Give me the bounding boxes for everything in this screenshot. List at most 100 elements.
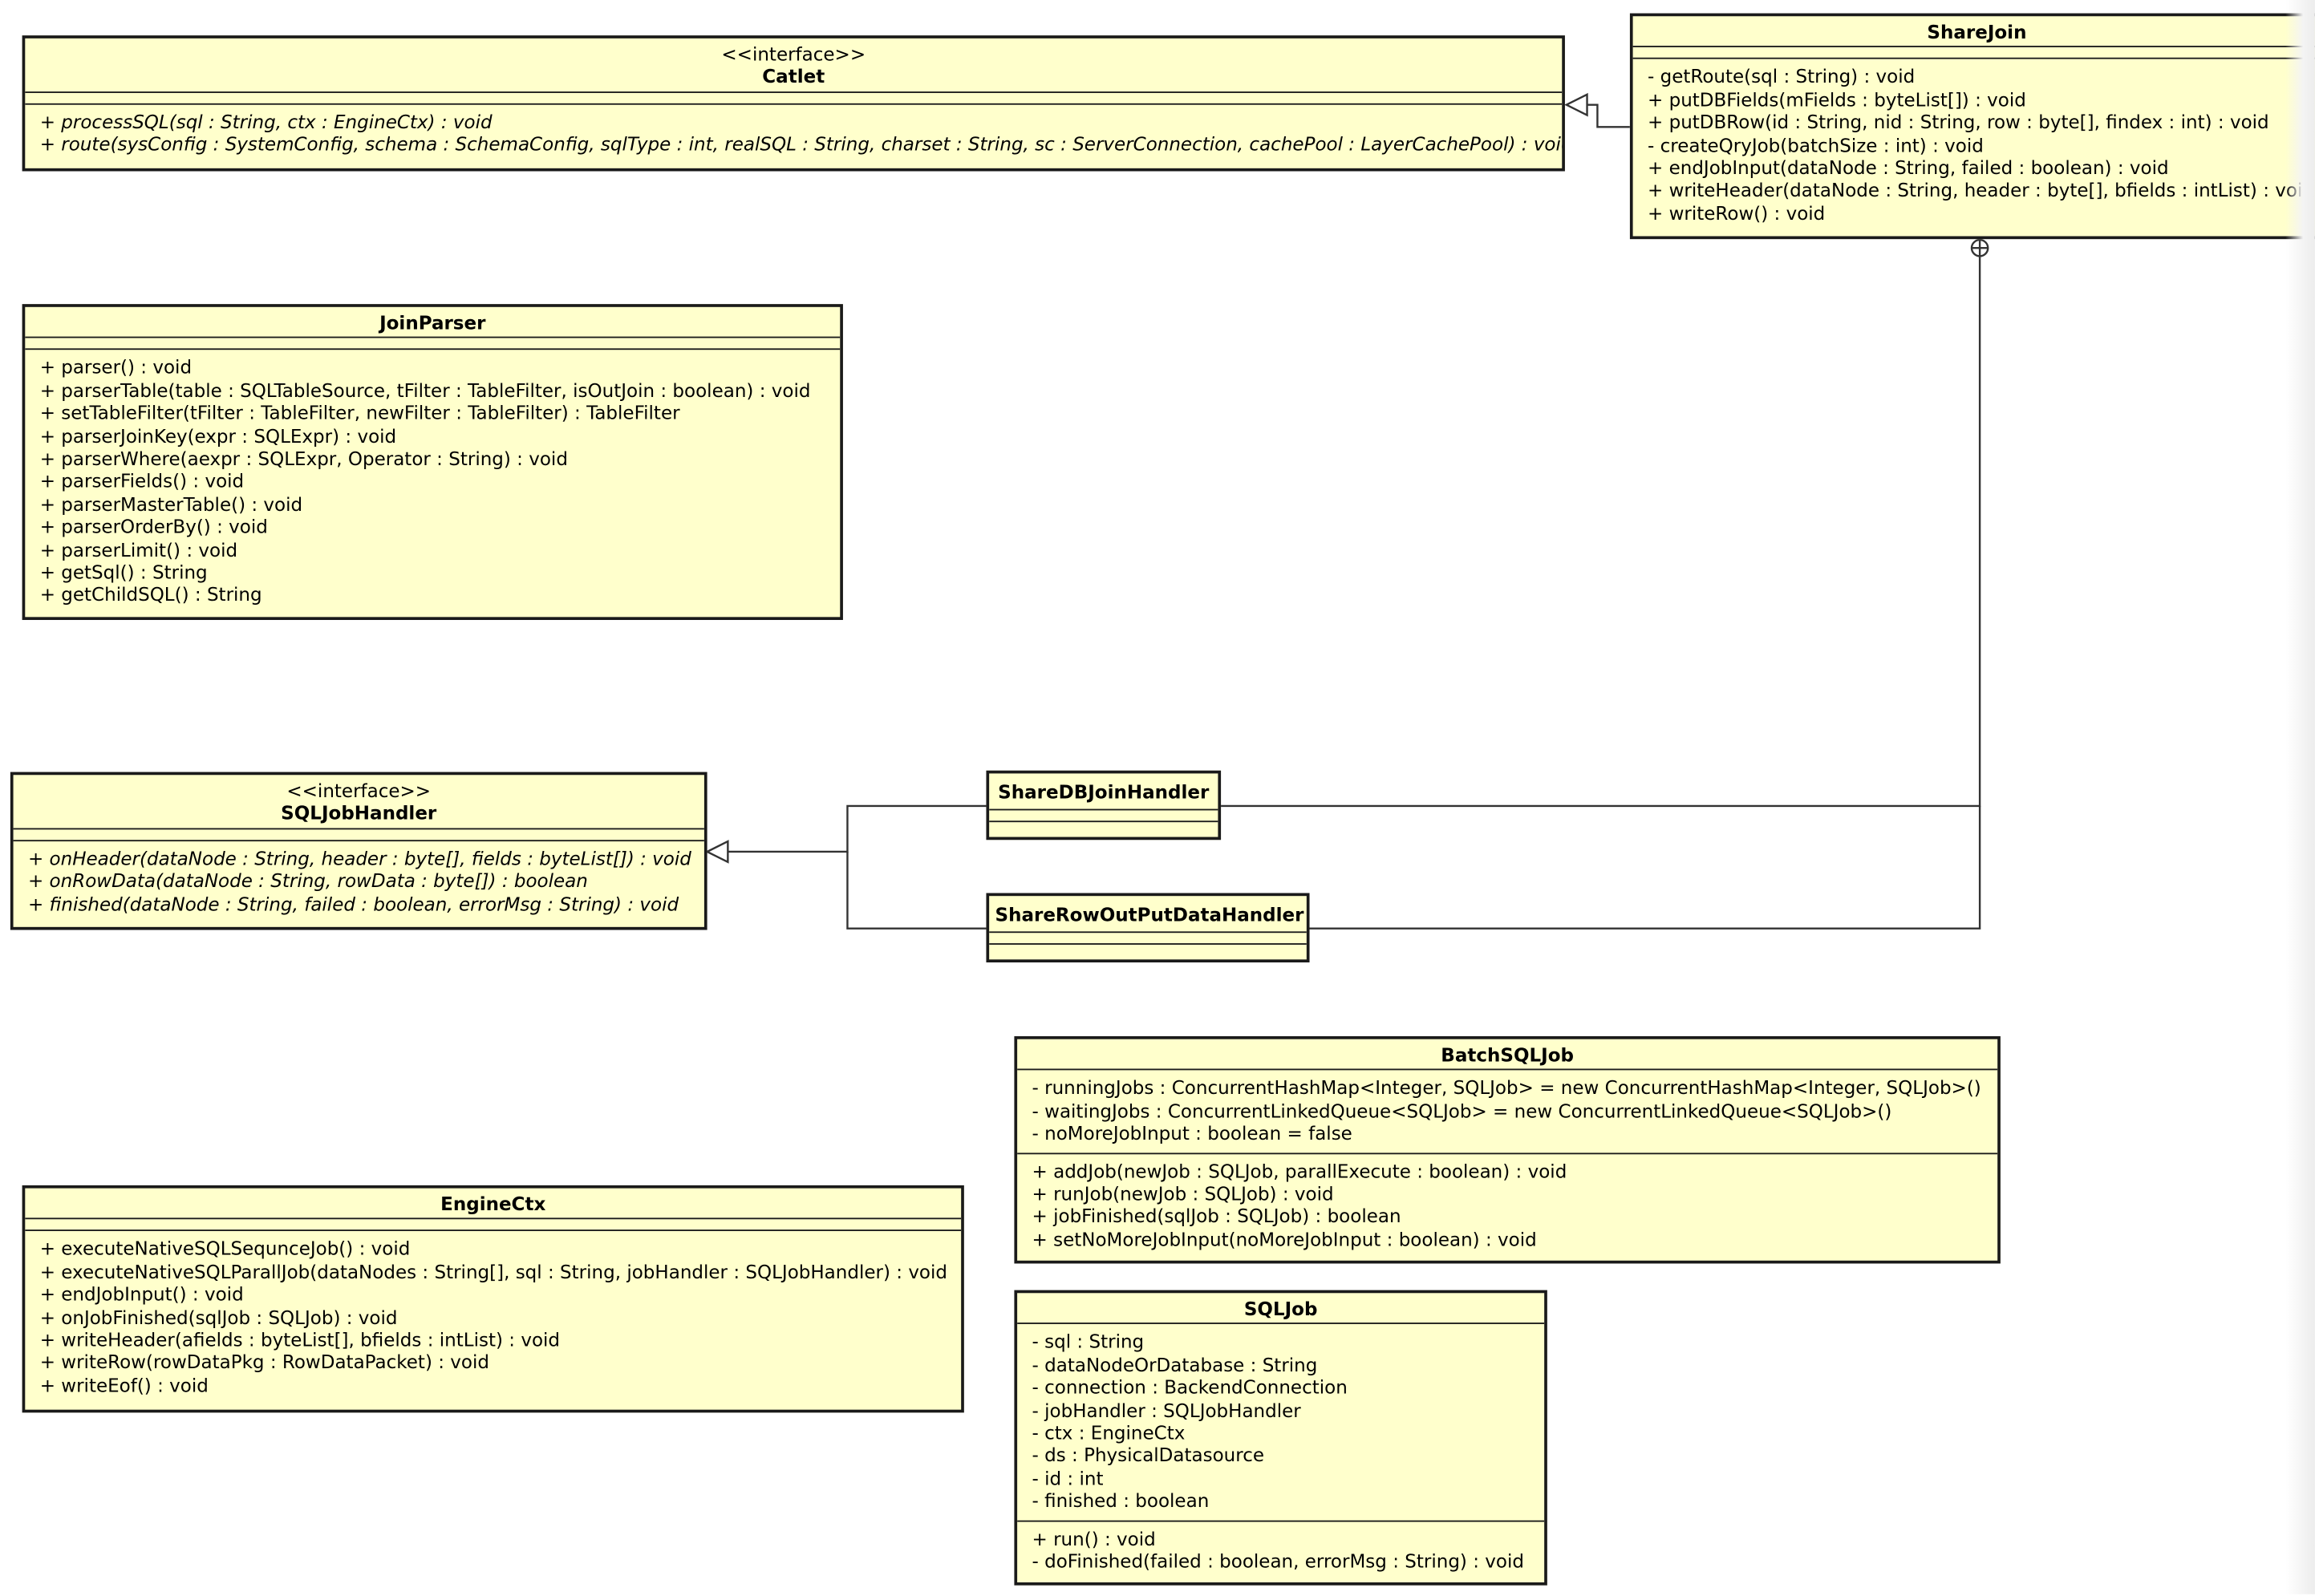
operation-line: + putDBFields(mFields : byteList[]) : vo… xyxy=(1647,88,2026,111)
attribute-line: - ds : PhysicalDatasource xyxy=(1032,1444,1265,1467)
operations-compartment: + onHeader(dataNode : String, header : b… xyxy=(14,841,704,923)
class-name: EngineCtx xyxy=(440,1193,546,1215)
stereotype-label: <<interface>> xyxy=(721,43,866,65)
class-name: BatchSQLJob xyxy=(1441,1043,1575,1066)
class-header: ShareJoin xyxy=(1632,16,2315,48)
class-header: JoinParser xyxy=(25,307,841,339)
class-sharedbjoinhandler[interactable]: ShareDBJoinHandler xyxy=(986,770,1222,841)
operation-line: + run() : void xyxy=(1032,1527,1156,1549)
operation-line: + endJobInput() : void xyxy=(39,1282,244,1306)
operation-line: + parserFields() : void xyxy=(39,470,245,492)
class-catlet[interactable]: <<interface>> Catlet + processSQL(sql : … xyxy=(22,35,1565,172)
class-header: <<interface>> SQLJobHandler xyxy=(13,775,704,830)
attributes-compartment xyxy=(25,338,841,350)
operations-compartment xyxy=(989,823,1218,833)
realization-arrowhead-catlet xyxy=(1564,92,1588,117)
operations-compartment: + parser() : void+ parserTable(table : S… xyxy=(25,350,840,614)
class-name: ShareDBJoinHandler xyxy=(998,780,1210,804)
operation-line: + getSql() : String xyxy=(39,561,208,584)
operation-line: + parserLimit() : void xyxy=(39,538,238,561)
operation-line: + parserOrderBy() : void xyxy=(39,515,268,538)
attributes-compartment xyxy=(25,93,1563,105)
operation-line: + parserMasterTable() : void xyxy=(39,492,303,516)
operation-line: + writeEof() : void xyxy=(39,1374,209,1396)
operation-line: - getRoute(sql : String) : void xyxy=(1647,65,1916,88)
class-name: ShareJoin xyxy=(1927,20,2027,43)
attribute-line: - connection : BackendConnection xyxy=(1032,1375,1348,1399)
operation-line: + setTableFilter(tFilter : TableFilter, … xyxy=(39,402,680,424)
attribute-line: - sql : String xyxy=(1032,1331,1145,1353)
class-sqljob[interactable]: SQLJob - sql : String- dataNodeOrDatabas… xyxy=(1014,1290,1547,1586)
operation-line: + parserWhere(aexpr : SQLExpr, Operator … xyxy=(39,447,568,470)
realization-sharejoin-catlet xyxy=(1587,103,1630,128)
operation-line: + jobFinished(sqlJob : SQLJob) : boolean xyxy=(1032,1205,1401,1228)
operation-line: + parser() : void xyxy=(39,356,193,379)
operation-line: + endJobInput(dataNode : String, failed … xyxy=(1647,156,2169,179)
realization-sharerowoutputdatahandler-sqljobhandler xyxy=(846,851,987,930)
class-header: ShareRowOutPutDataHandler xyxy=(989,896,1307,934)
attribute-line: - runningJobs : ConcurrentHashMap<Intege… xyxy=(1032,1076,1981,1100)
operations-compartment: + run() : void- doFinished(failed : bool… xyxy=(1017,1521,1544,1580)
operation-line: + getChildSQL() : String xyxy=(39,583,262,606)
operations-compartment: + executeNativeSQLSequnceJob() : void+ e… xyxy=(25,1232,961,1404)
operation-line: + processSQL(sql : String, ctx : EngineC… xyxy=(39,110,493,133)
class-sharerowoutputdatahandler[interactable]: ShareRowOutPutDataHandler xyxy=(986,893,1310,963)
attributes-compartment xyxy=(989,811,1218,823)
class-name: ShareRowOutPutDataHandler xyxy=(995,903,1304,926)
class-name: SQLJobHandler xyxy=(281,802,437,824)
attributes-compartment xyxy=(989,934,1307,946)
class-batchsqljob[interactable]: BatchSQLJob - runningJobs : ConcurrentHa… xyxy=(1014,1036,2001,1264)
attribute-line: - ctx : EngineCtx xyxy=(1032,1421,1186,1444)
operations-compartment: - getRoute(sql : String) : void+ putDBFi… xyxy=(1633,59,2315,232)
operation-line: + writeHeader(afields : byteList[], bfie… xyxy=(39,1328,561,1351)
class-name: Catlet xyxy=(762,65,825,88)
window-edge-shadow xyxy=(2285,0,2315,1594)
class-header: <<interface>> Catlet xyxy=(25,38,1563,93)
operation-line: + executeNativeSQLParallJob(dataNodes : … xyxy=(39,1260,948,1283)
operation-line: + route(sysConfig : SystemConfig, schema… xyxy=(39,133,1565,156)
class-header: ShareDBJoinHandler xyxy=(989,773,1218,812)
operation-line: + onHeader(dataNode : String, header : b… xyxy=(27,847,691,869)
operation-line: + setNoMoreJobInput(noMoreJobInput : boo… xyxy=(1032,1228,1537,1250)
operation-line: + writeRow(rowDataPkg : RowDataPacket) :… xyxy=(39,1351,489,1374)
operation-line: + writeRow() : void xyxy=(1647,201,1826,225)
operation-line: - createQryJob(batchSize : int) : void xyxy=(1647,133,1984,156)
operation-line: + executeNativeSQLSequnceJob() : void xyxy=(39,1238,411,1260)
attributes-compartment xyxy=(13,829,704,841)
operation-line: + putDBRow(id : String, nid : String, ro… xyxy=(1647,111,2269,134)
attributes-compartment: - runningJobs : ConcurrentHashMap<Intege… xyxy=(1017,1071,1998,1154)
class-enginectx[interactable]: EngineCtx + executeNativeSQLSequnceJob()… xyxy=(22,1185,964,1413)
attribute-line: - id : int xyxy=(1032,1467,1104,1489)
attribute-line: - jobHandler : SQLJobHandler xyxy=(1032,1399,1301,1421)
realization-arrowhead-sqljobhandler xyxy=(704,840,729,864)
operation-line: + addJob(newJob : SQLJob, parallExecute … xyxy=(1032,1159,1567,1182)
class-name: SQLJob xyxy=(1243,1297,1318,1320)
nesting-sharedbjoinhandler-sharejoin xyxy=(1219,257,1981,808)
operation-line: + onJobFinished(sqlJob : SQLJob) : void xyxy=(39,1306,398,1328)
attributes-compartment xyxy=(25,1220,962,1232)
operations-compartment xyxy=(989,946,1307,956)
operation-line: - doFinished(failed : boolean, errorMsg … xyxy=(1032,1549,1524,1573)
attribute-line: - finished : boolean xyxy=(1032,1489,1210,1513)
stereotype-label: <<interface>> xyxy=(286,779,432,802)
attribute-line: - noMoreJobInput : boolean = false xyxy=(1032,1122,1352,1144)
operation-line: + finished(dataNode : String, failed : b… xyxy=(27,892,679,915)
attribute-line: - dataNodeOrDatabase : String xyxy=(1032,1353,1318,1376)
operation-line: + parserTable(table : SQLTableSource, tF… xyxy=(39,379,811,402)
class-sharejoin[interactable]: ShareJoin - getRoute(sql : String) : voi… xyxy=(1629,13,2315,240)
operation-line: + onRowData(dataNode : String, rowData :… xyxy=(27,869,588,893)
class-header: SQLJob xyxy=(1017,1293,1545,1325)
nesting-sharerowoutputdatahandler-sharejoin xyxy=(1308,805,1981,930)
class-sqljobhandler[interactable]: <<interface>> SQLJobHandler + onHeader(d… xyxy=(10,772,707,930)
attributes-compartment xyxy=(1632,48,2315,60)
operation-line: + runJob(newJob : SQLJob) : void xyxy=(1032,1182,1334,1205)
operations-compartment: + addJob(newJob : SQLJob, parallExecute … xyxy=(1017,1154,1997,1258)
class-header: EngineCtx xyxy=(25,1189,962,1221)
attributes-compartment: - sql : String- dataNodeOrDatabase : Str… xyxy=(1017,1325,1545,1521)
operations-compartment: + processSQL(sql : String, ctx : EngineC… xyxy=(25,104,1565,163)
realization-sharedbjoinhandler-sqljobhandler xyxy=(728,804,987,853)
class-joinparser[interactable]: JoinParser + parser() : void+ parserTabl… xyxy=(22,304,843,621)
operation-line: + writeHeader(dataNode : String, header … xyxy=(1647,179,2314,202)
